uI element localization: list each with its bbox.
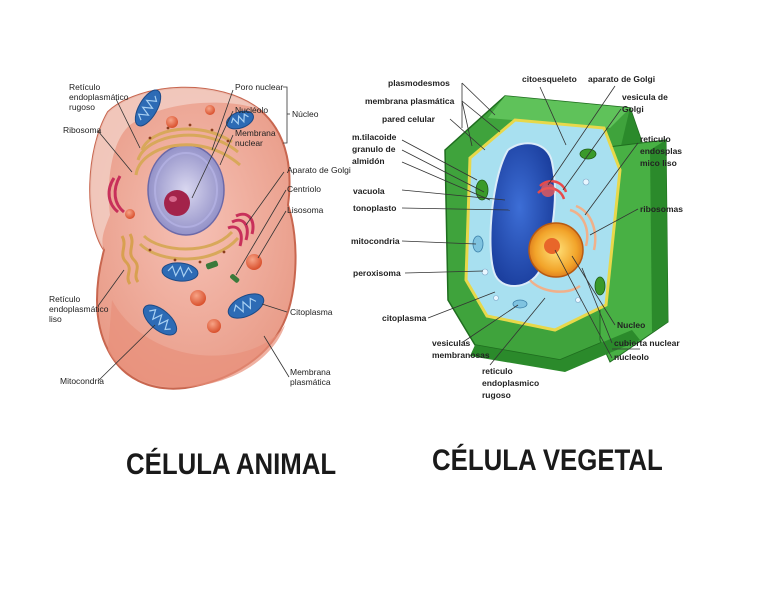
- label-vegetal-cubierta-nuclear: cubierta nuclear: [614, 338, 680, 348]
- label-vegetal-membrana-plasmatica: membrana plasmática: [365, 96, 455, 106]
- plant-cell: plasmodesmos membrana plasmática pared c…: [351, 74, 683, 400]
- label-animal-reticulo-rugoso-2: endoplasmático: [69, 92, 129, 102]
- label-animal-reticulo-liso-1: Retículo: [49, 294, 80, 304]
- label-vegetal-reticulo-liso-2: endosplas: [640, 146, 682, 156]
- animal-nucleus: [147, 144, 225, 236]
- animal-cell: Retículo endoplasmático rugoso Ribosoma …: [49, 82, 351, 390]
- label-animal-nucleo: Núcleo: [292, 109, 319, 119]
- label-animal-membrana-nuclear-1: Membrana: [235, 128, 276, 138]
- label-animal-membrana-plasmatica-2: plasmática: [290, 377, 331, 387]
- animal-cell-title: CÉLULA ANIMAL: [126, 448, 337, 481]
- label-vegetal-pared-celular: pared celular: [382, 114, 436, 124]
- label-vegetal-tilacoide-3: almidón: [352, 156, 385, 166]
- label-vegetal-reticulo-rugoso-1: reticulo: [482, 366, 513, 376]
- label-vegetal-reticulo-rugoso-3: rugoso: [482, 390, 511, 400]
- animal-nucleolus: [164, 190, 190, 216]
- label-animal-nucleolo: Nucléolo: [235, 105, 268, 115]
- animal-mitochondria: [134, 89, 265, 336]
- label-vegetal-reticulo-liso-1: reticulo: [640, 134, 671, 144]
- label-animal-reticulo-rugoso-3: rugoso: [69, 102, 95, 112]
- label-animal-reticulo-liso-2: endoplasmático: [49, 304, 109, 314]
- label-animal-mitocondria: Mitocondria: [60, 376, 104, 386]
- label-vegetal-reticulo-rugoso-2: endoplasmico: [482, 378, 539, 388]
- label-vegetal-nucleo: Nucleo: [617, 320, 645, 330]
- plant-cell-title: CÉLULA VEGETAL: [432, 444, 663, 477]
- label-vegetal-vesicula-golgi-2: Golgi: [622, 104, 644, 114]
- plant-er: [529, 204, 597, 293]
- label-vegetal-nucleolo: nucleolo: [614, 352, 649, 362]
- label-vegetal-mitocondria: mitocondria: [351, 236, 400, 246]
- label-vegetal-tilacoide-1: m.tilacoide: [352, 132, 397, 142]
- label-vegetal-vacuola-1: vacuola: [353, 186, 385, 196]
- label-animal-reticulo-rugoso-1: Retículo: [69, 82, 100, 92]
- animal-golgi: [107, 175, 255, 247]
- label-vegetal-peroxisoma: peroxisoma: [353, 268, 401, 278]
- label-animal-reticulo-liso-3: liso: [49, 314, 62, 324]
- animal-centriole: [205, 260, 240, 283]
- label-animal-ribosoma: Ribosoma: [63, 125, 102, 135]
- label-animal-poro-nuclear: Poro nuclear: [235, 82, 283, 92]
- label-vegetal-golgi: aparato de Golgi: [588, 74, 655, 84]
- animal-leader-lines: [97, 86, 290, 382]
- label-animal-centriolo: Centriolo: [287, 184, 321, 194]
- plant-leader-lines: [401, 82, 640, 366]
- animal-smooth-er: [120, 233, 140, 285]
- label-vegetal-ribosomas: ribosomas: [640, 204, 683, 214]
- label-animal-lisosoma: Lisosoma: [287, 205, 324, 215]
- label-animal-golgi: Aparato de Golgi: [287, 165, 351, 175]
- plant-nucleolus: [544, 238, 560, 254]
- label-animal-membrana-nuclear-2: nuclear: [235, 138, 263, 148]
- label-animal-citoplasma: Citoplasma: [290, 307, 333, 317]
- label-vegetal-vesiculas-1: vesiculas: [432, 338, 471, 348]
- label-vegetal-vacuola-2: tonoplasto: [353, 203, 396, 213]
- label-vegetal-citoplasma: citoplasma: [382, 313, 427, 323]
- label-vegetal-vesicula-golgi-1: vesicula de: [622, 92, 668, 102]
- label-vegetal-vesiculas-2: membranosas: [432, 350, 490, 360]
- label-vegetal-citoesqueleto: citoesqueleto: [522, 74, 577, 84]
- label-vegetal-reticulo-liso-3: mico liso: [640, 158, 677, 168]
- label-vegetal-tilacoide-2: granulo de: [352, 144, 396, 154]
- label-vegetal-plasmodesmos: plasmodesmos: [388, 78, 450, 88]
- label-animal-membrana-plasmatica-1: Membrana: [290, 367, 331, 377]
- plant-chloroplasts: [475, 148, 606, 296]
- animal-rough-er: [134, 127, 241, 261]
